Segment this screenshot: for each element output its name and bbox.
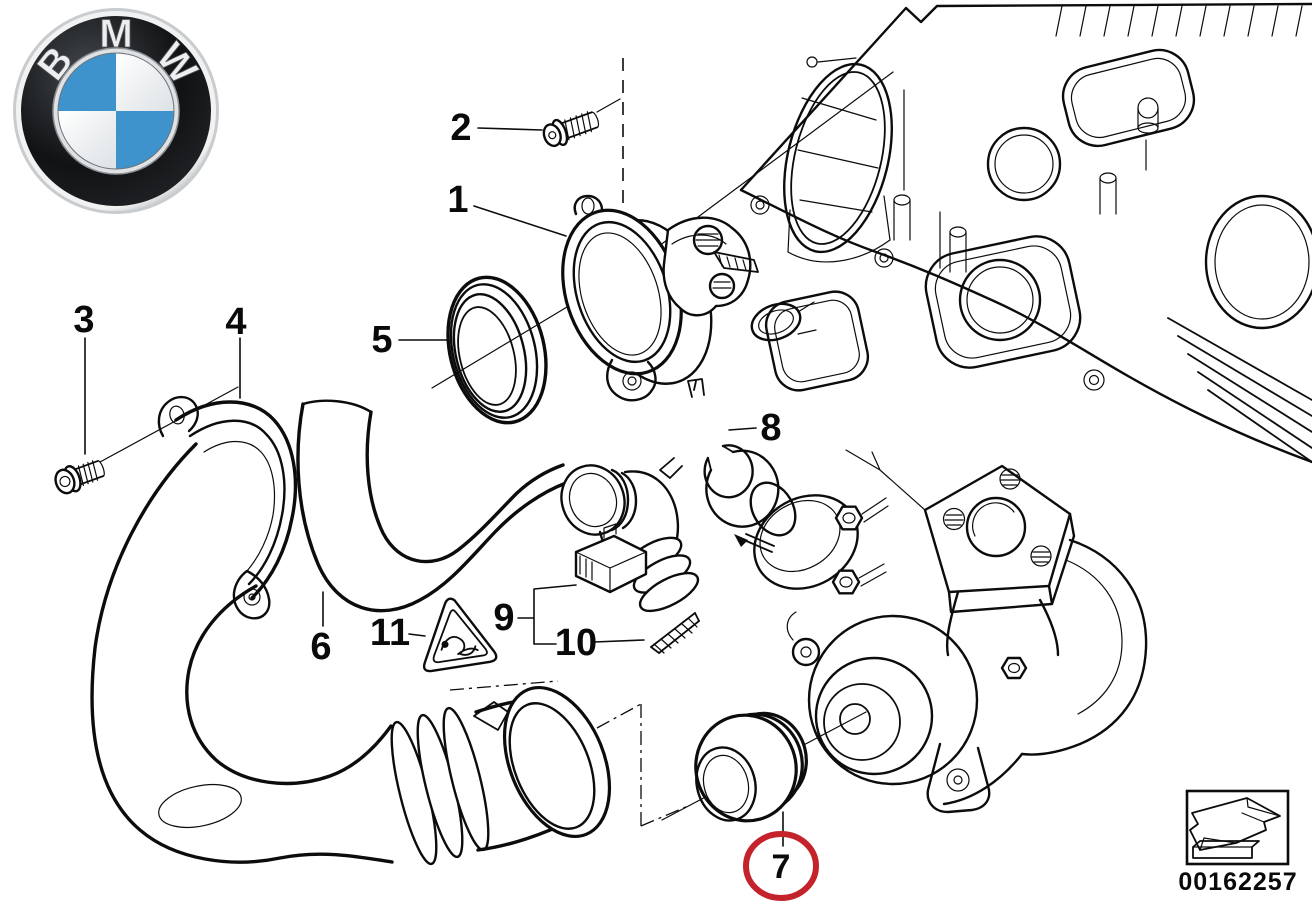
hose-clamp-part (659, 378, 780, 528)
callout-3[interactable]: 3 (73, 299, 94, 341)
direction-arrow-icon (1189, 797, 1281, 859)
logo-quadrant-bottom-left (58, 111, 116, 169)
callout-1[interactable]: 1 (447, 179, 468, 221)
grommet-seal-part (694, 711, 808, 823)
stamp-frame (1185, 789, 1290, 866)
logo-quadrant-bottom-right (116, 111, 174, 169)
logo-quadrant-top-right (116, 53, 174, 111)
cover-hose-spout (750, 302, 802, 342)
cover-bolt-towers (893, 139, 1147, 273)
pipe-flange (157, 395, 298, 620)
pipe-open-end (473, 685, 612, 852)
hazard-snake-triangle-icon (422, 597, 498, 673)
bmw-roundel-icon: B M W (13, 8, 219, 214)
spring-pin-part (650, 612, 700, 654)
bmw-logo-letter-m: M (99, 12, 132, 56)
callout-leader-lines (84, 127, 784, 847)
screw-part (542, 111, 600, 148)
cover-bolt-holes (750, 195, 1105, 391)
sensor-plug (574, 523, 648, 594)
turbo-bolts (831, 497, 1028, 680)
seal-ring-part (446, 275, 548, 425)
sensor-housing (662, 216, 759, 317)
callout-10[interactable]: 10 (555, 622, 597, 664)
callout-11[interactable]: 11 (370, 612, 410, 654)
callout-6[interactable]: 6 (310, 626, 331, 668)
turbo-inlet-flange (923, 464, 1076, 614)
cover-top-ribs (1055, 5, 1303, 37)
logo-quadrant-top-left (58, 53, 116, 111)
callout-9[interactable]: 9 (493, 597, 514, 639)
mount-direction-lines (449, 680, 689, 827)
cover-throttle-mount-port (924, 235, 1082, 369)
elbow-sensor-part (560, 464, 700, 613)
callout-8[interactable]: 8 (760, 407, 781, 449)
callout-7[interactable]: 7 (772, 848, 791, 886)
cylinder-head-cover-drawing (739, 2, 1312, 464)
cover-gasket-channel (1061, 48, 1196, 148)
pipe-bellows (390, 706, 490, 866)
image-number: 00162257 (1178, 868, 1297, 896)
cover-right-port (1204, 194, 1312, 330)
cover-oval-port (783, 56, 893, 263)
bolt-part (54, 460, 105, 495)
turbo-volute (807, 614, 979, 786)
turbocharger-drawing (734, 449, 1148, 814)
stamp-box (1185, 789, 1290, 866)
callout-2[interactable]: 2 (450, 107, 471, 149)
highlight-circle (743, 831, 819, 901)
intake-hose-part (296, 399, 568, 613)
callout-4[interactable]: 4 (225, 301, 246, 343)
throttle-body-part (561, 194, 759, 402)
turbo-bracket (926, 742, 991, 814)
cover-fins (1167, 317, 1312, 463)
callout-5[interactable]: 5 (371, 319, 392, 361)
cover-round-port (986, 126, 1062, 202)
intake-pipe-part (90, 395, 612, 866)
logo-roundel-outline (57, 52, 175, 170)
